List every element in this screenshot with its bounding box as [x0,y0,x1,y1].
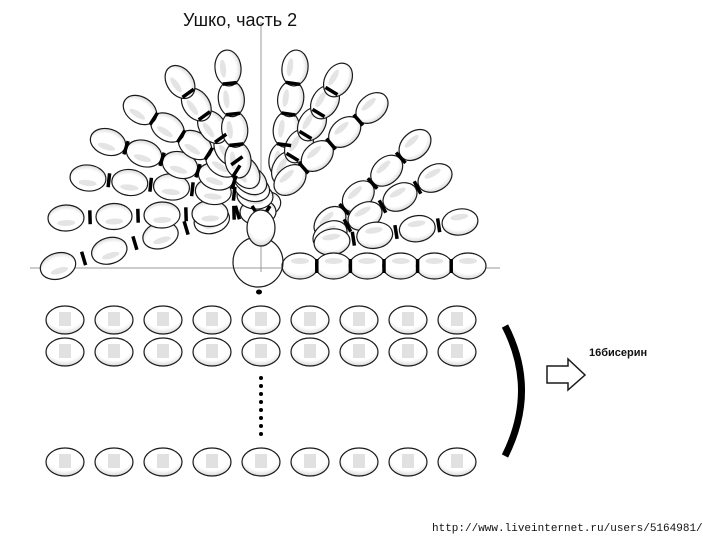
base-bead [193,448,231,476]
base-bead [438,338,476,366]
right-arrow-icon [547,359,585,390]
base-bead [242,338,280,366]
thread-mark [395,225,397,239]
fan-bead [383,253,419,279]
thread-mark [133,236,137,249]
base-bead [340,338,378,366]
base-bead [144,448,182,476]
thread-mark [282,113,296,115]
thread-mark [150,178,152,192]
base-bead [291,338,329,366]
thread-mark [229,144,243,146]
fan-beads [37,48,486,283]
fan-bead [96,203,133,230]
fan-bead [450,253,486,279]
base-bead [389,448,427,476]
thread-mark [82,252,86,265]
base-bead [144,306,182,334]
base-bead [95,448,133,476]
fan-bead [282,253,318,279]
continuation-dot [259,376,263,380]
continuation-dots [259,376,263,436]
base-bead-rows [46,306,476,476]
fan-bead [213,49,243,88]
source-watermark: http://www.liveinternet.ru/users/5164981… [432,523,703,535]
base-bead [193,338,231,366]
bead-count-label: 16бисерин [589,347,647,359]
fan-bead [349,253,385,279]
base-bead [340,448,378,476]
thread-mark [108,173,110,187]
fan-bead [111,168,150,198]
base-bead [242,448,280,476]
base-bead [95,338,133,366]
base-bead [389,338,427,366]
thread-mark [184,221,188,234]
base-bead [340,306,378,334]
thread-mark [223,83,237,85]
thread-mark [277,144,291,146]
continuation-dot [259,408,263,412]
beading-scheme [0,0,685,541]
continuation-dot [259,384,263,388]
thread-mark [192,182,194,196]
fan-bead [69,163,108,193]
continuation-dot [259,392,263,396]
base-bead [291,448,329,476]
thread-mark [235,206,239,219]
fan-bead [440,206,480,237]
base-bead [95,306,133,334]
base-bead [242,306,280,334]
diagram-title: Ушко, часть 2 [183,10,297,31]
thread-mark [352,232,354,246]
base-bead [438,306,476,334]
fan-bead [416,253,452,279]
base-bead [46,448,84,476]
base-bead [193,306,231,334]
continuation-dot [259,416,263,420]
thread-mark [438,218,440,232]
base-bead [291,306,329,334]
base-bead [438,448,476,476]
fan-bead [398,213,438,244]
center-ring [233,210,283,295]
continuation-dot [259,400,263,404]
fan-bead [280,48,311,87]
continuation-dot [259,424,263,428]
diagram-canvas: Ушко, часть 2 16бисерин http://www.livei… [0,0,685,541]
fan-bead [123,136,165,172]
fan-bead [316,253,352,279]
fan-bead [48,204,85,231]
fan-bead [37,248,79,283]
row-bracket [505,326,522,456]
base-bead [144,338,182,366]
fan-bead [87,124,129,160]
fan-bead [88,233,130,268]
continuation-dot [259,432,263,436]
base-bead [389,306,427,334]
thread-mark [286,82,300,84]
base-bead [46,306,84,334]
fan-bead [144,201,181,228]
thread-mark [226,113,240,115]
base-bead [46,338,84,366]
